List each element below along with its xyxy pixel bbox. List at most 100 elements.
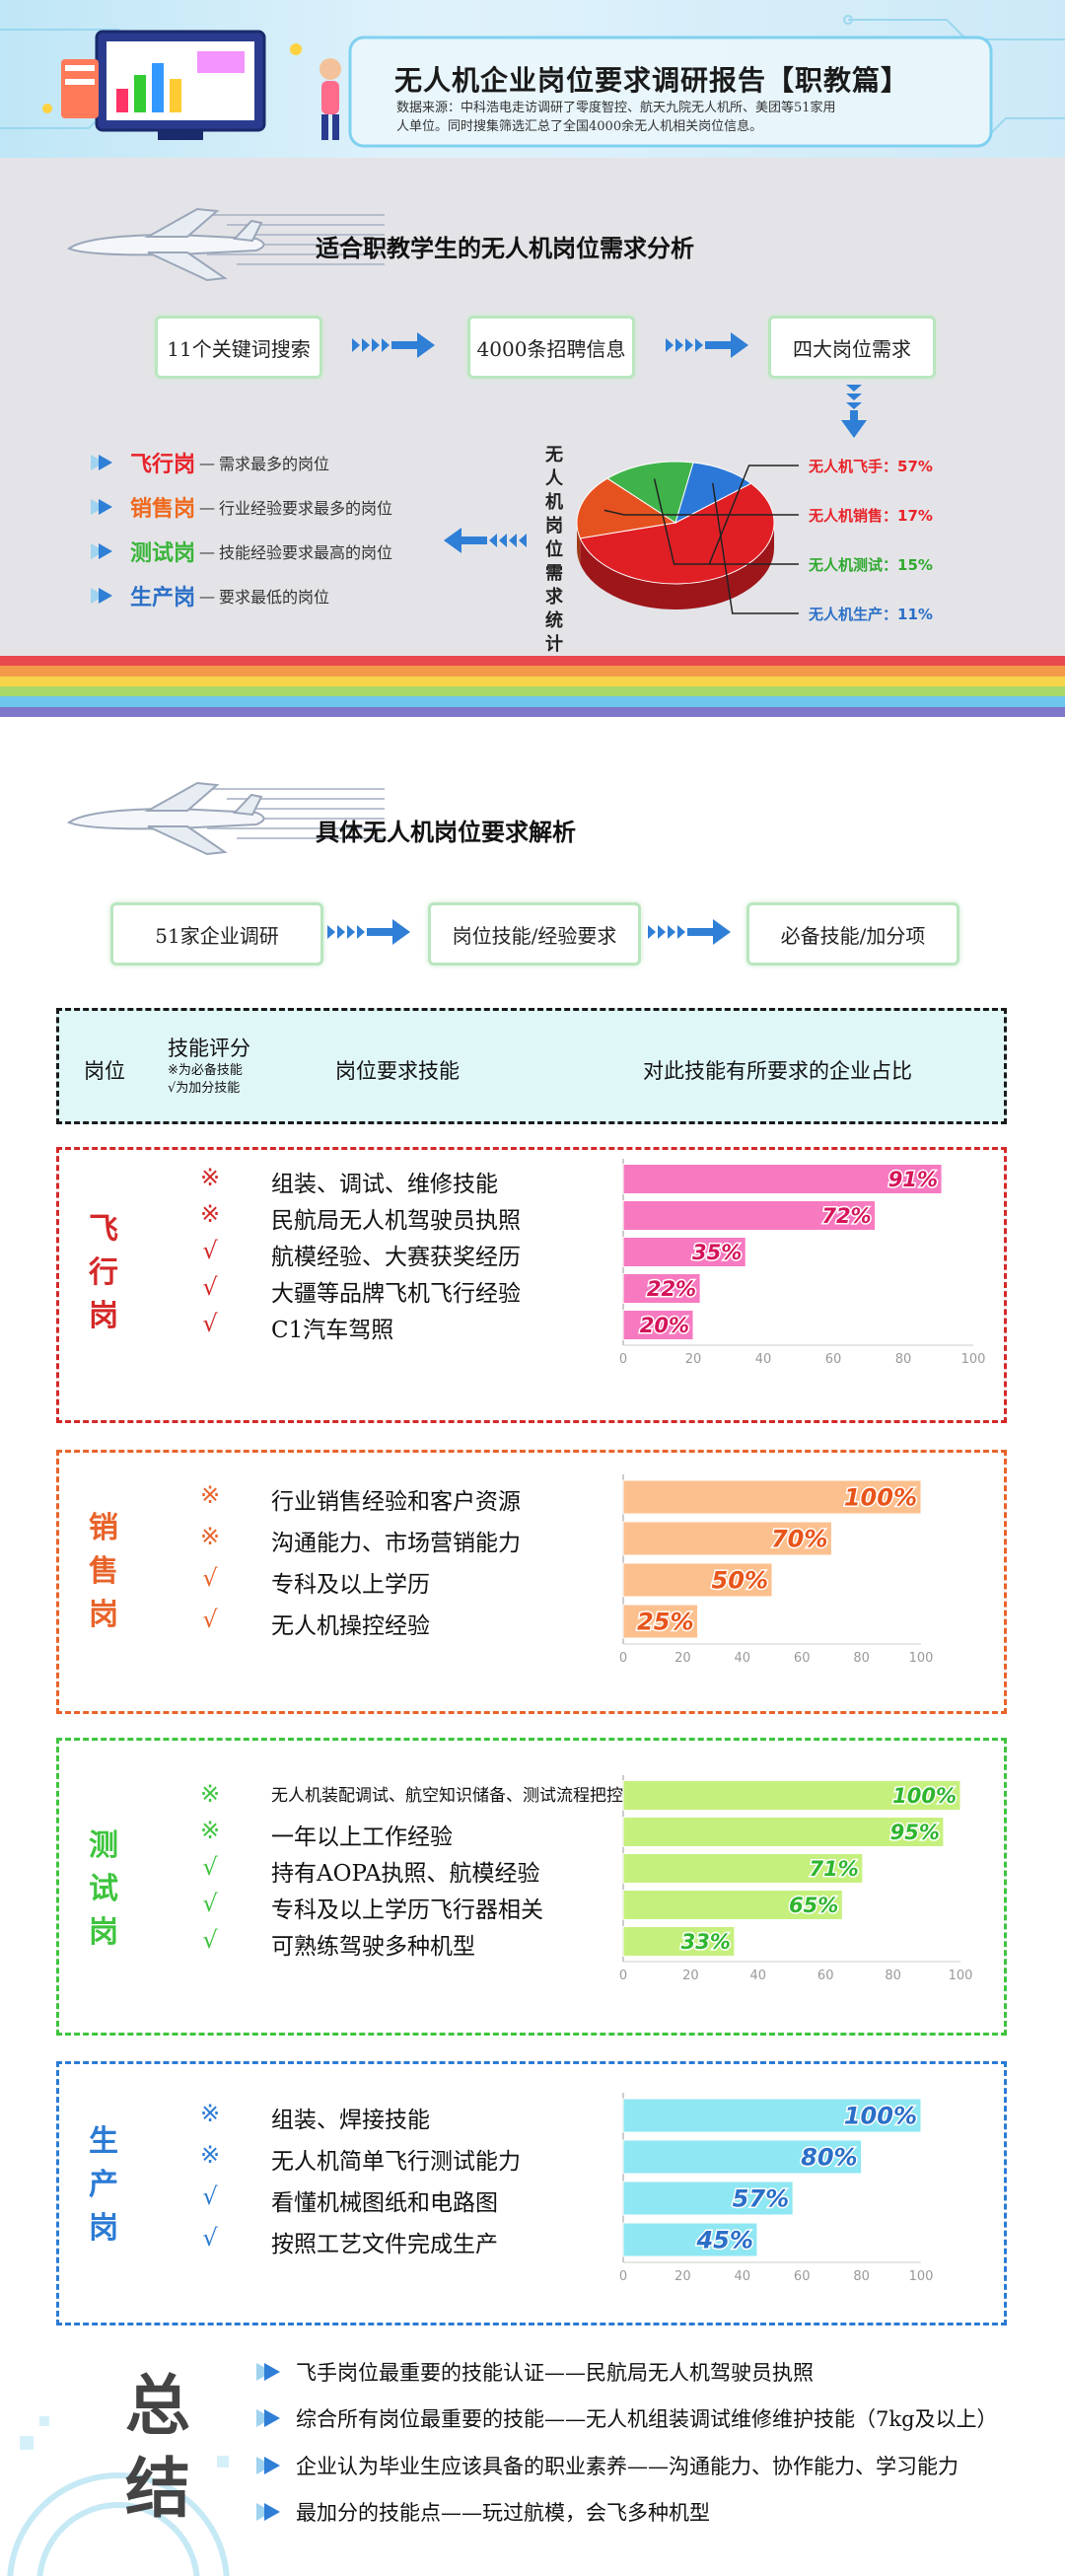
header-role: 岗位 bbox=[84, 1059, 125, 1083]
source-line-1: 数据来源：中科浩电走访调研了零度智控、航天九院无人机所、美团等51家用 bbox=[396, 101, 836, 115]
pie-label-3: 无人机生产：11% bbox=[809, 606, 933, 623]
bar-1 bbox=[622, 1817, 945, 1847]
pie-side-0 bbox=[580, 523, 774, 609]
skill-mark: √ bbox=[202, 1272, 218, 1301]
role-panel-0 bbox=[56, 1147, 1007, 1423]
summary-decoration bbox=[7, 2416, 230, 2576]
skill-label: 组装、焊接技能 bbox=[271, 2108, 430, 2133]
pie-label-2: 无人机测试：15% bbox=[809, 556, 933, 574]
x-tick-label-2: 40 bbox=[735, 1651, 751, 1666]
flow-arrow-left-icon bbox=[444, 528, 527, 553]
play-arrow-icon bbox=[256, 2363, 280, 2381]
skill-mark: ※ bbox=[199, 2100, 221, 2127]
bar-value-label-1: 70% bbox=[771, 1526, 827, 1553]
skill-label: 专科及以上学历 bbox=[271, 1572, 430, 1598]
bar-value-label-0: 91% bbox=[888, 1168, 938, 1191]
skill-label: 按照工艺文件完成生产 bbox=[271, 2232, 498, 2257]
bar-2 bbox=[622, 1853, 864, 1884]
flow-arrow-down-icon bbox=[841, 385, 867, 438]
pie-slice-2 bbox=[606, 461, 694, 524]
skill-label: 大疆等品牌飞机飞行经验 bbox=[271, 1280, 521, 1307]
source-line-2: 人单位。同时搜集筛选汇总了全国4000余无人机相关岗位信息。 bbox=[396, 119, 763, 134]
summary-text: 飞手岗位最重要的技能认证——民航局无人机驾驶员执照 bbox=[296, 2361, 814, 2385]
play-arrow-icon bbox=[91, 499, 112, 515]
bar-0 bbox=[622, 1479, 922, 1515]
x-tick-label-3: 60 bbox=[817, 1968, 834, 1983]
bar-4 bbox=[622, 1926, 736, 1957]
pie-slice-0 bbox=[579, 482, 775, 585]
summary-heading: 总 结 bbox=[118, 2365, 197, 2531]
x-tick-label-2: 40 bbox=[755, 1352, 772, 1367]
pie-leader-line-2 bbox=[653, 478, 799, 565]
skill-mark: ※ bbox=[199, 1163, 221, 1191]
skill-label: 一年以上工作经验 bbox=[271, 1824, 453, 1850]
skill-mark: √ bbox=[202, 1925, 218, 1954]
bar-1 bbox=[622, 2139, 863, 2175]
legend-role-3: 生产岗—要求最低的岗位 bbox=[89, 582, 330, 610]
summary-text: 综合所有岗位最重要的技能——无人机组装调试维修维护技能（7kg及以上） bbox=[296, 2407, 998, 2431]
skill-label: 专科及以上学历飞行器相关 bbox=[271, 1896, 543, 1923]
legend-role-desc: 需求最多的岗位 bbox=[219, 455, 330, 473]
skill-mark: √ bbox=[202, 1852, 218, 1881]
bar-3 bbox=[622, 1890, 843, 1920]
x-tick-label-0: 0 bbox=[619, 1352, 627, 1367]
header-score: 技能评分 bbox=[168, 1037, 250, 1060]
legend-dash: — bbox=[199, 453, 216, 472]
role-demand-pie-chart bbox=[576, 461, 799, 614]
legend-role-0: 飞行岗—需求最多的岗位 bbox=[89, 449, 330, 477]
bar-value-label-2: 50% bbox=[712, 1567, 768, 1595]
flow-arrow-right-icon bbox=[648, 919, 731, 945]
skill-mark: ※ bbox=[199, 1523, 221, 1550]
skill-mark: ※ bbox=[199, 1816, 221, 1844]
skill-label: 看懂机械图纸和电路图 bbox=[271, 2190, 498, 2216]
bar-value-label-1: 80% bbox=[801, 2144, 857, 2172]
skill-label: C1汽车驾照 bbox=[271, 1317, 394, 1343]
flow-arrow-right-icon bbox=[352, 332, 435, 358]
page-title: 无人机企业岗位要求调研报告【职教篇】 bbox=[394, 64, 910, 97]
bar-value-label-2: 35% bbox=[692, 1241, 742, 1264]
bar-0 bbox=[622, 2098, 922, 2133]
x-tick-label-0: 0 bbox=[619, 1651, 627, 1666]
skill-mark: √ bbox=[202, 1309, 218, 1337]
bar-value-label-3: 22% bbox=[647, 1277, 696, 1301]
bar-value-label-1: 72% bbox=[821, 1204, 871, 1228]
legend-dash: — bbox=[199, 497, 216, 517]
legend-role-desc: 要求最低的岗位 bbox=[219, 588, 330, 607]
bar-value-label-0: 100% bbox=[844, 2103, 917, 2130]
legend-role-name: 测试岗 bbox=[130, 541, 196, 566]
play-arrow-icon bbox=[256, 2457, 280, 2474]
x-tick-label-5: 100 bbox=[909, 1651, 934, 1666]
legend-dash: — bbox=[199, 541, 216, 561]
play-arrow-icon bbox=[256, 2503, 280, 2521]
x-tick-label-5: 100 bbox=[949, 1968, 973, 1983]
bar-1 bbox=[622, 1200, 877, 1231]
legend-role-name: 销售岗 bbox=[130, 497, 196, 522]
header-note-essential: ※为必备技能 bbox=[168, 1063, 243, 1078]
pie-vertical-label: 无人机岗位需求统计 bbox=[545, 445, 563, 655]
airplane-icon bbox=[66, 207, 385, 282]
bar-0 bbox=[622, 1164, 943, 1194]
x-tick-label-1: 20 bbox=[685, 1352, 702, 1367]
x-tick-label-2: 40 bbox=[750, 1968, 767, 1983]
bar-3 bbox=[622, 1604, 698, 1639]
role-panel-2 bbox=[56, 1738, 1007, 2036]
bar-4 bbox=[622, 1310, 694, 1340]
pie-label-1: 无人机销售：17% bbox=[809, 507, 933, 525]
play-arrow-icon bbox=[91, 588, 112, 604]
pie-side-1 bbox=[577, 523, 581, 564]
section2-title: 具体无人机岗位要求解析 bbox=[316, 819, 576, 846]
summary-item: 综合所有岗位最重要的技能——无人机组装调试维修维护技能（7kg及以上） bbox=[254, 2403, 998, 2433]
bar-value-label-3: 45% bbox=[695, 2227, 752, 2254]
pie-slice-3 bbox=[674, 462, 752, 524]
flow-step-51-companies: 51家企业调研 bbox=[110, 902, 323, 966]
flow-step-skill-requirements: 岗位技能/经验要求 bbox=[428, 902, 641, 966]
header-note-bonus: √为加分技能 bbox=[168, 1081, 241, 1096]
x-tick-label-3: 60 bbox=[794, 1651, 811, 1666]
x-tick-label-1: 20 bbox=[674, 2269, 691, 2284]
skill-mark: ※ bbox=[199, 1199, 221, 1228]
bar-value-label-0: 100% bbox=[844, 1484, 917, 1512]
